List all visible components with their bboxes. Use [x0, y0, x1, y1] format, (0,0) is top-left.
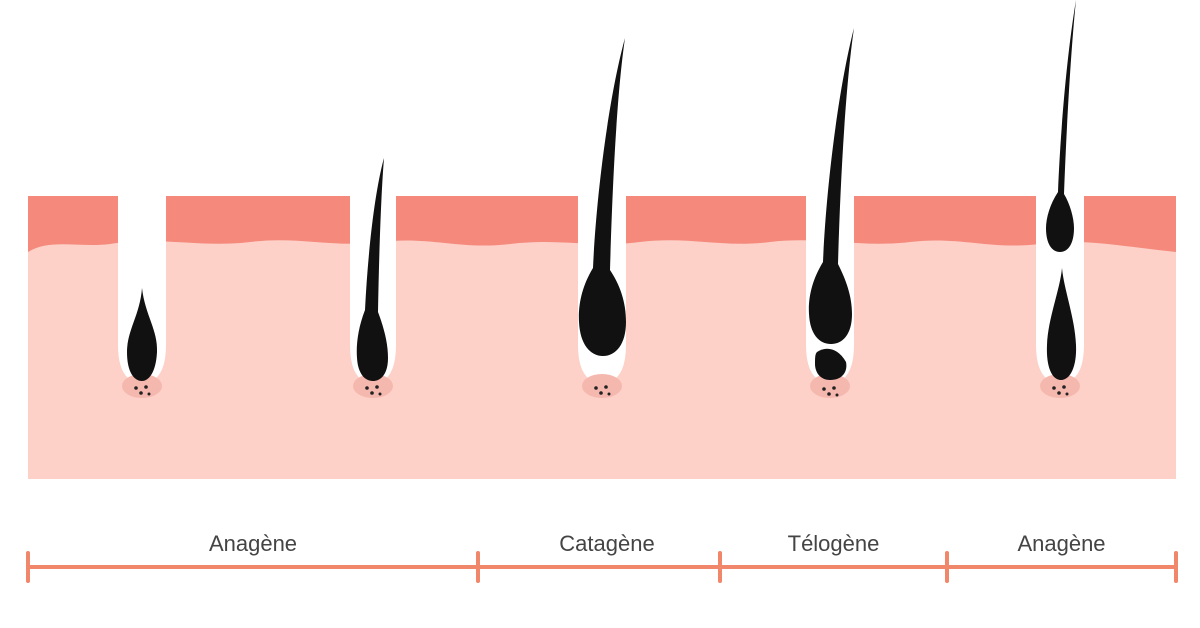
old-hair-shaft: [1046, 0, 1076, 252]
dermal-papilla: [353, 374, 393, 398]
papilla-dots: [134, 385, 151, 396]
hair-shaft: [578, 38, 626, 356]
papilla-dots: [365, 385, 382, 396]
dermal-papilla: [1040, 374, 1080, 398]
phase-label-catagen: Catagène: [559, 531, 655, 556]
timeline: [26, 551, 1178, 583]
follicle-anagen-new: [1036, 0, 1084, 398]
hair-shaft: [808, 28, 854, 344]
follicle-catagen: [578, 38, 626, 398]
new-hair-shaft: [1046, 268, 1077, 380]
hair-shaft: [356, 158, 388, 381]
papilla-dots: [1052, 385, 1069, 396]
phase-label-anagen: Anagène: [208, 531, 298, 556]
phase-label-anagen-new: Anagène: [1017, 531, 1106, 556]
phase-label-telogen: Télogène: [787, 531, 880, 556]
dermal-papilla: [582, 374, 622, 398]
club-hair-bulb: [815, 348, 847, 380]
dermal-papilla: [810, 374, 850, 398]
follicle-anagen-growing: [350, 158, 396, 398]
dermal-papilla: [122, 374, 162, 398]
papilla-dots: [822, 386, 839, 397]
papilla-dots: [594, 385, 611, 396]
follicle-telogen: [806, 28, 854, 398]
hair-shaft: [127, 288, 158, 381]
follicle-anagen-early: [118, 190, 166, 398]
